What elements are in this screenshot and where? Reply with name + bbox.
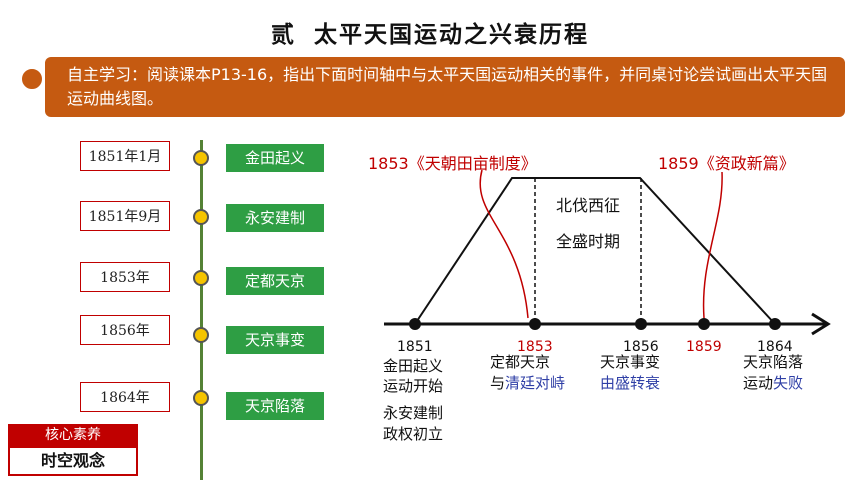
- axis-arrow-icon: [811, 312, 831, 336]
- caption-1853-b-em: 清廷对峙: [505, 374, 565, 392]
- year-1853: 1853: [517, 339, 553, 355]
- core-literacy-value: 时空观念: [8, 446, 138, 476]
- timeline-date: 1864年: [80, 382, 170, 412]
- caption-1853-b-prefix: 与: [490, 374, 505, 392]
- task-text: 自主学习：阅读课本P13-16，指出下面时间轴中与太平天国运动相关的事件，并同桌…: [67, 65, 828, 108]
- timeline-dot: [193, 327, 209, 343]
- year-1851: 1851: [397, 339, 433, 355]
- caption-1856-b: 由盛转衰: [600, 374, 660, 392]
- timeline-dot: [193, 270, 209, 286]
- caption-1856-a: 天京事变: [600, 353, 660, 371]
- caption-1851-d: 政权初立: [383, 425, 443, 443]
- core-literacy-label: 核心素养: [8, 424, 138, 446]
- caption-1853-b: 与清廷对峙: [490, 374, 565, 392]
- bullet-icon: [20, 67, 44, 91]
- point-1853: [529, 318, 541, 330]
- year-1859: 1859: [686, 339, 722, 355]
- caption-1864-b-em: 失败: [773, 374, 803, 392]
- doc-1853-label: 1853《天朝田亩制度》: [368, 154, 537, 173]
- year-1856: 1856: [623, 339, 659, 355]
- caption-1853-a: 定都天京: [490, 353, 550, 371]
- callout-1859-line: [702, 171, 723, 319]
- section-number: 贰: [271, 22, 296, 48]
- doc-1859-label: 1859《资政新篇》: [658, 154, 795, 173]
- task-banner: 自主学习：阅读课本P13-16，指出下面时间轴中与太平天国运动相关的事件，并同桌…: [20, 57, 845, 117]
- movement-curve: [414, 177, 776, 325]
- point-1856: [635, 318, 647, 330]
- timeline-date: 1853年: [80, 262, 170, 292]
- timeline-event: 天京事变: [226, 326, 324, 354]
- section-title: 太平天国运动之兴衰历程: [314, 22, 589, 48]
- timeline-event: 永安建制: [226, 204, 324, 232]
- point-1864: [769, 318, 781, 330]
- peak-label-2: 全盛时期: [556, 232, 620, 251]
- year-1864: 1864: [757, 339, 793, 355]
- callout-1853-line: [479, 169, 529, 319]
- point-1859: [698, 318, 710, 330]
- peak-label-1: 北伐西征: [556, 196, 620, 215]
- caption-1864-b: 运动失败: [743, 374, 803, 392]
- timeline-date: 1851年9月: [80, 201, 170, 231]
- caption-1851-b: 运动开始: [383, 377, 443, 395]
- timeline-event: 金田起义: [226, 144, 324, 172]
- page-title: 贰太平天国运动之兴衰历程: [0, 15, 860, 49]
- timeline-dot: [193, 390, 209, 406]
- caption-1851-c: 永安建制: [383, 404, 443, 422]
- timeline-event: 定都天京: [226, 267, 324, 295]
- caption-1864-b-prefix: 运动: [743, 374, 773, 392]
- caption-1851-a: 金田起义: [383, 357, 443, 375]
- timeline-dot: [193, 209, 209, 225]
- timeline-date: 1851年1月: [80, 141, 170, 171]
- timeline-event: 天京陷落: [226, 392, 324, 420]
- timeline-line: [200, 140, 203, 480]
- timeline-date: 1856年: [80, 315, 170, 345]
- caption-1864-a: 天京陷落: [743, 353, 803, 371]
- point-1851: [409, 318, 421, 330]
- timeline-dot: [193, 150, 209, 166]
